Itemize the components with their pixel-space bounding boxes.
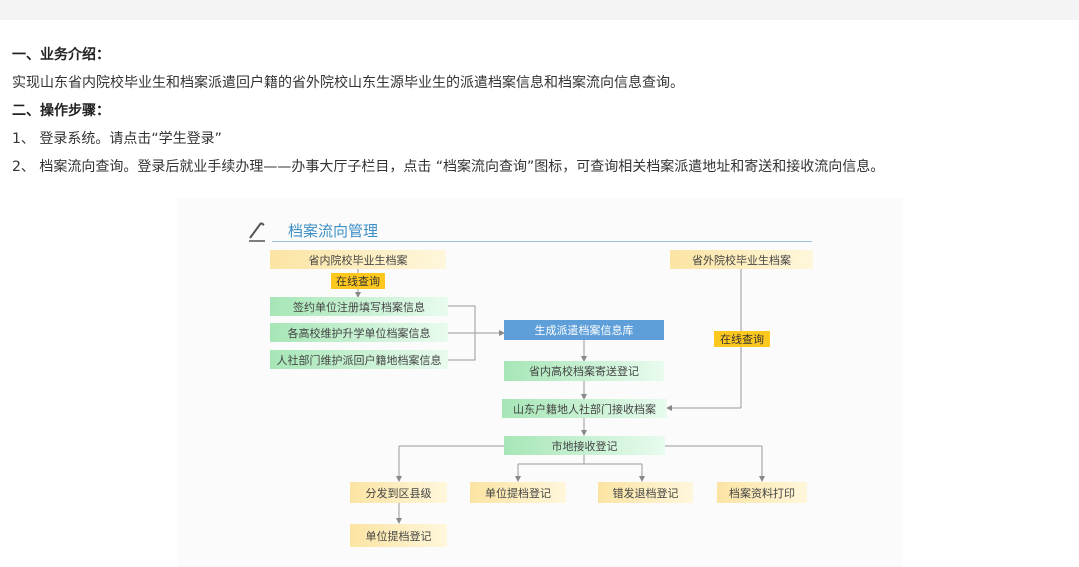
node-unit-pick-2: 单位提档登记 — [350, 524, 447, 547]
node-hr-maintain: 人社部门维护派回户籍地档案信息 — [270, 350, 448, 369]
section-heading-business: 一、业务介绍： — [12, 47, 110, 63]
node-archive-print: 档案资料打印 — [717, 482, 807, 503]
node-out-province-graduate-archive: 省外院校毕业生档案 — [670, 250, 813, 269]
business-description: 实现山东省内院校毕业生和档案派遣回户籍的省外院校山东生源毕业生的派遣档案信息和档… — [12, 75, 684, 91]
node-city-receive: 市地接收登记 — [504, 436, 665, 455]
node-unit-pick-1: 单位提档登记 — [470, 482, 566, 503]
node-online-query-right: 在线查询 — [714, 331, 770, 347]
node-generate-database: 生成派遣档案信息库 — [504, 320, 664, 340]
node-misdelivery-return: 错发退档登记 — [598, 482, 693, 503]
node-send-register: 省内高校档案寄送登记 — [504, 361, 664, 381]
pencil-icon — [249, 222, 265, 242]
node-school-maintain: 各高校维护升学单位档案信息 — [270, 323, 448, 342]
step-2: 2、 档案流向查询。登录后就业手续办理——办事大厅子栏目，点击 “档案流向查询”… — [12, 159, 885, 175]
flowchart-title: 档案流向管理 — [288, 222, 379, 240]
step-1: 1、 登录系统。请点击“学生登录” — [12, 131, 222, 147]
node-online-query-left: 在线查询 — [331, 273, 385, 289]
section-heading-steps: 二、操作步骤： — [12, 103, 110, 119]
top-bar — [0, 0, 1079, 20]
node-in-province-graduate-archive: 省内院校毕业生档案 — [270, 250, 446, 269]
node-hr-receive: 山东户籍地人社部门接收档案 — [502, 399, 667, 418]
node-sign-unit-register: 签约单位注册填写档案信息 — [270, 297, 448, 316]
title-underline — [272, 241, 812, 242]
node-distribute-county: 分发到区县级 — [350, 482, 447, 503]
